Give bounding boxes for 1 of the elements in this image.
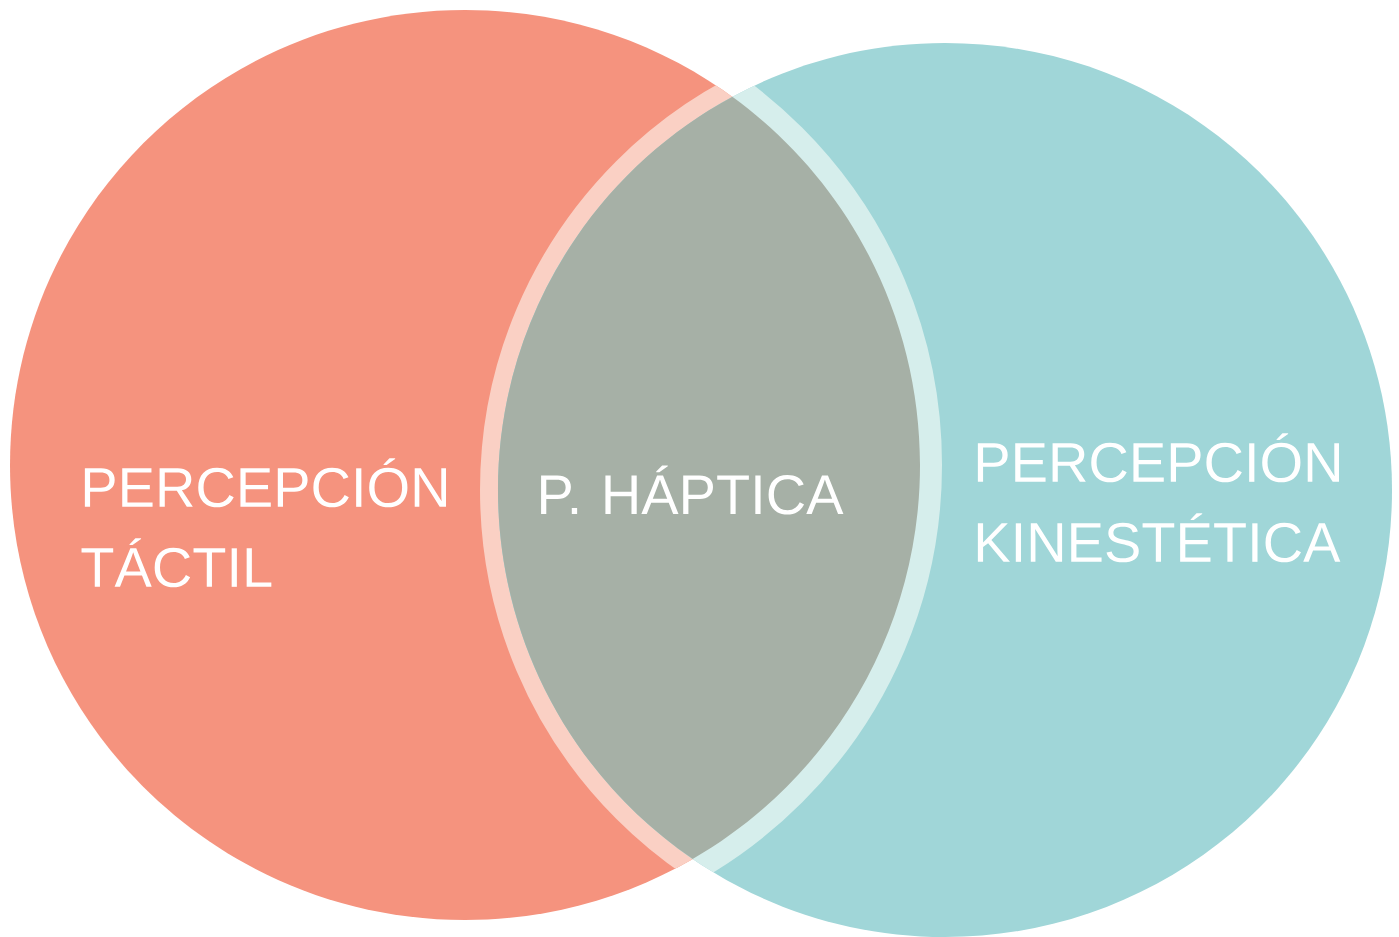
node-label: PERCEPCIÓN KINESTÉTICA xyxy=(977,433,1341,563)
